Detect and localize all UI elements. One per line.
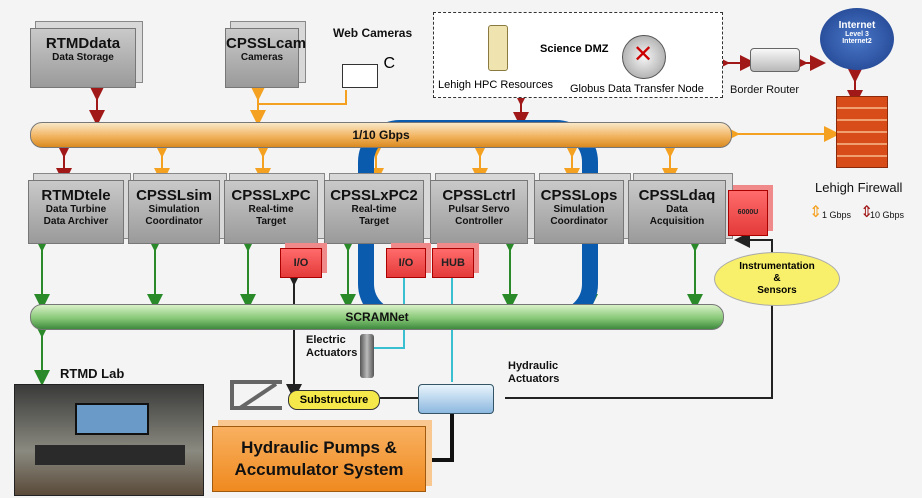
module-sub2: Target (359, 216, 389, 227)
pumps-line1: Hydraulic Pumps & (241, 438, 397, 457)
cpsslcam-box: CPSSLcam Cameras (225, 28, 307, 88)
globus-router-icon: ✕ (622, 35, 666, 79)
module-title: CPSSLctrl (442, 187, 516, 204)
module-title: RTMDtele (41, 187, 111, 204)
firewall-label: Lehigh Firewall (815, 180, 903, 195)
science-dmz-label: Science DMZ (540, 43, 609, 55)
instr-line3: Sensors (757, 285, 797, 296)
bus-scramnet: SCRAMNet (30, 304, 724, 330)
hydraulic-line2: Actuators (508, 373, 560, 385)
instr-line1: Instrumentation (739, 261, 815, 272)
legend-10g-arrow: ⇕ (860, 204, 874, 221)
electric-label: Electric Actuators (306, 334, 357, 360)
instrumentation-sensors: Instrumentation & Sensors (714, 252, 840, 306)
module-sub2: Acquisition (649, 216, 705, 227)
electric-line1: Electric (306, 334, 346, 346)
substructure-pill: Substructure (288, 390, 380, 410)
legend-10g-label: 10 Gbps (870, 210, 905, 220)
rtmd-lab-photo (14, 384, 204, 496)
camera-letter: C (383, 55, 395, 72)
reaction-frame (230, 380, 282, 410)
module-sub1: Simulation (553, 204, 605, 215)
module-sub1: Simulation (148, 204, 200, 215)
electric-line2: Actuators (306, 347, 358, 359)
bus-1-10-gbps: 1/10 Gbps (30, 122, 732, 148)
module-sub2: Coordinator (550, 216, 608, 227)
rtmddata-box: RTMDdata Data Storage (30, 28, 136, 88)
io-card-1-label: I/O (293, 257, 309, 269)
sensor-loop (505, 232, 773, 399)
pumps-line2: Accumulator System (234, 460, 404, 479)
electric-actuator-icon (360, 334, 374, 378)
rtmd-lab-label: RTMD Lab (60, 366, 125, 381)
daq-card-label: 6000U (737, 209, 759, 216)
pump-hose (432, 410, 454, 462)
module-sub1: Real-time (248, 204, 294, 215)
io-card-2: I/O (386, 248, 426, 278)
bus-bottom-label: SCRAMNet (345, 310, 409, 324)
web-cameras-label: Web Cameras (333, 26, 413, 40)
instr-line2: & (773, 273, 781, 284)
cpsslcam-subtitle: Cameras (240, 52, 284, 63)
firewall-icon (836, 96, 888, 168)
module-sub1: Real-time (351, 204, 397, 215)
legend-1g-arrow: ⇕ (809, 204, 823, 221)
module-sub2: Controller (455, 216, 503, 227)
module-title: CPSSLxPC (231, 187, 311, 204)
internet-title: Internet (838, 20, 876, 31)
module-sub1: Pulsar Servo (448, 204, 510, 215)
io-card-2-label: I/O (398, 257, 414, 269)
hydraulic-pumps-box: Hydraulic Pumps & Accumulator System (212, 426, 426, 492)
internet-line1: Level 3 (845, 31, 869, 38)
hpc-icon (488, 25, 508, 71)
hydraulic-label: Hydraulic Actuators (508, 360, 559, 386)
rtmddata-title: RTMDdata (45, 35, 121, 52)
hydraulic-line1: Hydraulic (508, 360, 559, 372)
rtmddata-subtitle: Data Storage (52, 52, 114, 63)
globus-label: Globus Data Transfer Node (570, 83, 704, 95)
link-webcam (258, 90, 347, 105)
module-sub1: Data Turbine (45, 204, 107, 215)
cpsslcam-title: CPSSLcam (226, 35, 307, 52)
hpc-label: Lehigh HPC Resources (438, 79, 553, 91)
io-card-1: I/O (280, 248, 322, 278)
hydraulic-actuator-icon (418, 384, 494, 414)
module-sub2: Coordinator (145, 216, 203, 227)
internet-line2: Internet2 (842, 38, 872, 45)
internet-cloud: Internet Level 3 Internet2 (820, 8, 894, 70)
module-title: CPSSLops (540, 187, 618, 204)
hub-card-label: HUB (441, 257, 465, 269)
border-router-icon (750, 48, 800, 72)
module-sub2: Data Archiver (43, 216, 109, 227)
bus-top-label: 1/10 Gbps (352, 128, 410, 142)
module-sub2: Target (256, 216, 286, 227)
hub-card: HUB (432, 248, 474, 278)
module-sub1: Data (666, 204, 688, 215)
camera-icon: C (342, 55, 395, 88)
module-title: CPSSLxPC2 (330, 187, 418, 204)
substructure-label: Substructure (299, 394, 369, 406)
legend-1g-label: 1 Gbps (822, 210, 852, 220)
border-router-label: Border Router (730, 84, 800, 96)
module-title: CPSSLdaq (638, 187, 716, 204)
daq-card: 6000U (728, 190, 768, 236)
io2-electric (368, 278, 405, 349)
science-dmz-box: Science DMZ Lehigh HPC Resources ✕ Globu… (433, 12, 723, 98)
module-title: CPSSLsim (136, 187, 212, 204)
